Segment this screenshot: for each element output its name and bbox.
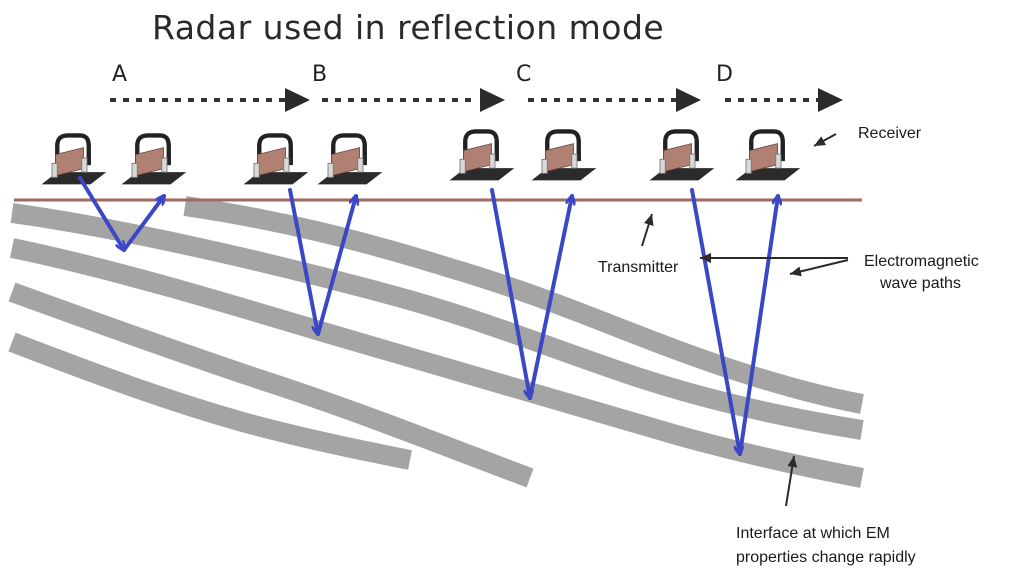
receiver-label: Receiver: [858, 125, 922, 142]
transmitter-label: Transmitter: [598, 259, 679, 276]
antenna-d-receiver: [736, 131, 801, 180]
ray-b-up: [316, 196, 356, 336]
receiver-pointer: [813, 133, 837, 147]
antenna-a-transmitter: [42, 135, 107, 184]
antenna-units: [42, 131, 801, 184]
traverse-arrowheads: [285, 88, 843, 112]
antenna-d-transmitter: [650, 131, 715, 180]
position-label-a: A: [112, 62, 128, 87]
layer-5: [8, 332, 412, 470]
antenna-c-transmitter: [450, 131, 515, 180]
layer-1: [183, 196, 864, 414]
antenna-a-receiver: [122, 135, 187, 184]
layer-4: [8, 282, 534, 488]
position-label-c: C: [516, 62, 532, 87]
position-label-d: D: [716, 62, 733, 87]
em-wave-paths: [78, 176, 778, 456]
ray-c-down: [490, 188, 530, 400]
ray-d-down: [690, 188, 740, 456]
transmitter-pointer: [641, 213, 654, 247]
antenna-b-transmitter: [244, 135, 309, 184]
em-paths-label-line1: Electromagnetic: [864, 253, 979, 270]
layer-3: [9, 238, 864, 488]
traverse-arrowhead-a: [285, 88, 310, 112]
traverse-arrowhead-b: [480, 88, 505, 112]
em-paths-label-line2: wave paths: [880, 275, 961, 292]
ray-a-up: [122, 196, 164, 252]
traverse-arrowhead-c: [676, 88, 701, 112]
ray-b-down: [288, 188, 318, 336]
interface-label-line2: properties change rapidly: [736, 549, 916, 566]
traverse-arrowhead-d: [818, 88, 843, 112]
antenna-c-receiver: [532, 131, 597, 180]
annotation-arrows: [641, 133, 849, 507]
interface-label-line1: Interface at which EM: [736, 525, 890, 542]
ray-d-up: [738, 194, 778, 456]
position-label-b: B: [312, 62, 328, 87]
interface-pointer: [785, 455, 798, 507]
ray-c-up: [528, 194, 572, 400]
ray-a-down: [78, 176, 124, 250]
antenna-b-receiver: [318, 135, 383, 184]
em-pointer-2: [789, 259, 849, 277]
subsurface-layers: [8, 196, 864, 488]
diagram-title: Radar used in reflection mode: [152, 8, 665, 47]
